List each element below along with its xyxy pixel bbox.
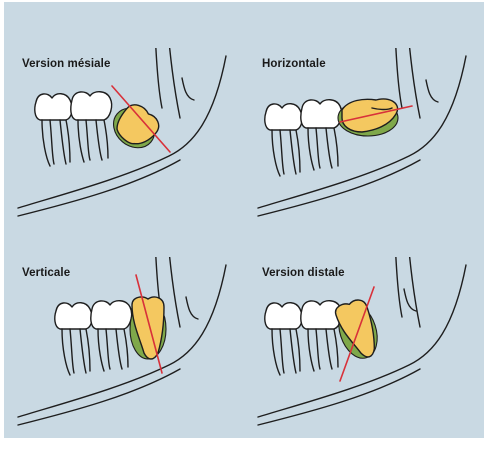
molar-icon [301, 100, 342, 170]
vertical-drawing [4, 257, 244, 467]
mandible-inner-line [258, 369, 420, 425]
panel-vertical: Verticale [4, 257, 244, 475]
panel-horizontal: Horizontale [244, 48, 484, 266]
mandible-inner-line [18, 160, 180, 216]
ramus-notch [186, 297, 198, 319]
mandible-inner-line [258, 160, 420, 216]
molar-icon [265, 104, 302, 176]
molar-icon [55, 303, 92, 375]
molar-icon [265, 303, 302, 375]
impacted-wisdom-tooth-icon [338, 99, 398, 136]
molar-icon [71, 92, 112, 162]
molar-icon [91, 301, 132, 371]
horizontal-drawing [244, 48, 484, 258]
ramus-line-1 [154, 48, 162, 108]
ramus-line-2 [406, 257, 420, 327]
panel-distal-version: Version distale [244, 257, 484, 475]
ramus-line-2 [166, 257, 180, 327]
impacted-wisdom-tooth-icon [130, 297, 166, 359]
mandible-inner-line [18, 369, 180, 425]
molar-icon [35, 94, 72, 166]
distal-version-drawing [244, 257, 484, 467]
ramus-line-1 [394, 257, 402, 317]
impacted-wisdom-tooth-icon [106, 97, 165, 156]
panel-mesial-version: Version mésiale [4, 48, 244, 266]
wisdom-tooth-impaction-figure: Version mésiale [0, 0, 486, 441]
ramus-line-1 [394, 48, 402, 108]
ramus-line-2 [166, 48, 180, 118]
ramus-notch [182, 78, 194, 100]
ramus-notch [426, 80, 438, 102]
mesial-version-drawing [4, 48, 244, 258]
